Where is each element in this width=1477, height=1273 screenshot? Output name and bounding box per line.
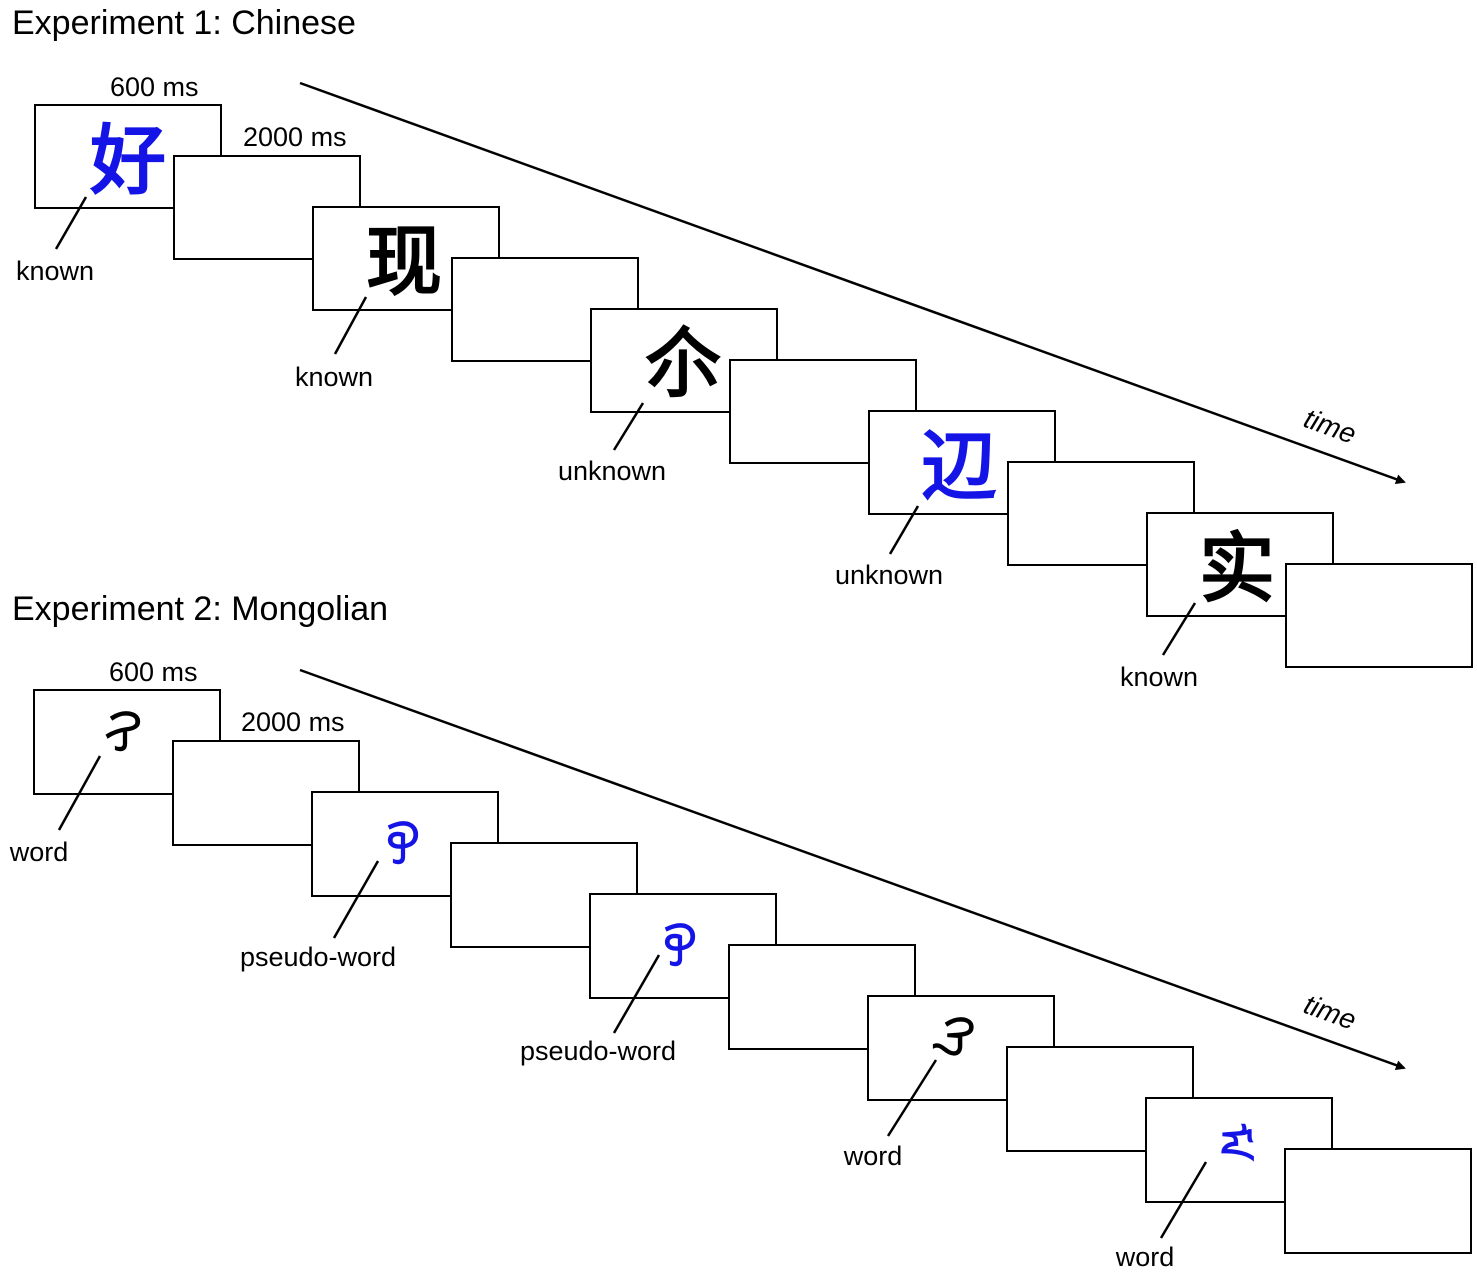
condition-leader-line (612, 954, 661, 1034)
blank-frame-5 (1284, 1148, 1472, 1254)
time-label: time (1300, 989, 1360, 1036)
condition-label: word (9, 837, 69, 867)
blank-duration-label: 2000 ms (243, 122, 347, 152)
experiment-1-title: Experiment 1: Chinese (12, 4, 356, 42)
condition-leader-line (332, 860, 380, 939)
stimulus-duration-label: 600 ms (109, 657, 198, 687)
experiment-2-title: Experiment 2: Mongolian (12, 590, 388, 628)
stimulus-word: ᠮᠠ (1210, 1123, 1257, 1163)
condition-label: unknown (835, 560, 943, 590)
condition-label: known (1120, 662, 1198, 692)
condition-leader-line (886, 1059, 938, 1137)
condition-label: word (1115, 1242, 1175, 1272)
stimulus-character: 实 (1199, 524, 1275, 613)
experiment-1-panel: Experiment 1: Chinese 600 ms 2000 ms tim… (12, 4, 1473, 692)
stimulus-word: ᠭᠦ (654, 922, 701, 967)
condition-leader-line (888, 505, 920, 555)
stimulus-character: 辺 (921, 422, 997, 511)
time-label: time (1300, 403, 1360, 450)
condition-leader-line (1159, 1161, 1208, 1239)
condition-label: word (843, 1141, 903, 1171)
stimulus-word: ᠬᠥ (377, 820, 424, 865)
stimulus-duration-label: 600 ms (110, 72, 199, 102)
condition-label: unknown (558, 456, 666, 486)
blank-duration-label: 2000 ms (241, 707, 345, 737)
time-arrow (299, 81, 1406, 484)
condition-leader-line (333, 296, 368, 355)
blank-frame-5 (1285, 563, 1473, 668)
condition-label: known (295, 362, 373, 392)
condition-leader-line (54, 196, 88, 250)
condition-leader-line (1161, 602, 1197, 656)
stimulus-character: 好 (89, 116, 166, 205)
condition-leader-line (57, 755, 102, 831)
condition-label: known (16, 256, 94, 286)
condition-label: pseudo-word (520, 1036, 676, 1066)
condition-label: pseudo-word (240, 942, 396, 972)
experiment-2-panel: Experiment 2: Mongolian 600 ms 2000 ms t… (9, 590, 1472, 1272)
stimulus-character: 尒 (645, 319, 721, 408)
stimulus-character: 现 (366, 217, 442, 306)
time-arrow (299, 668, 1406, 1070)
stimulus-word: ᠬᠢ (99, 710, 146, 752)
condition-leader-line (612, 402, 645, 451)
stimulus-word: ᠬᠡ (933, 1016, 981, 1057)
